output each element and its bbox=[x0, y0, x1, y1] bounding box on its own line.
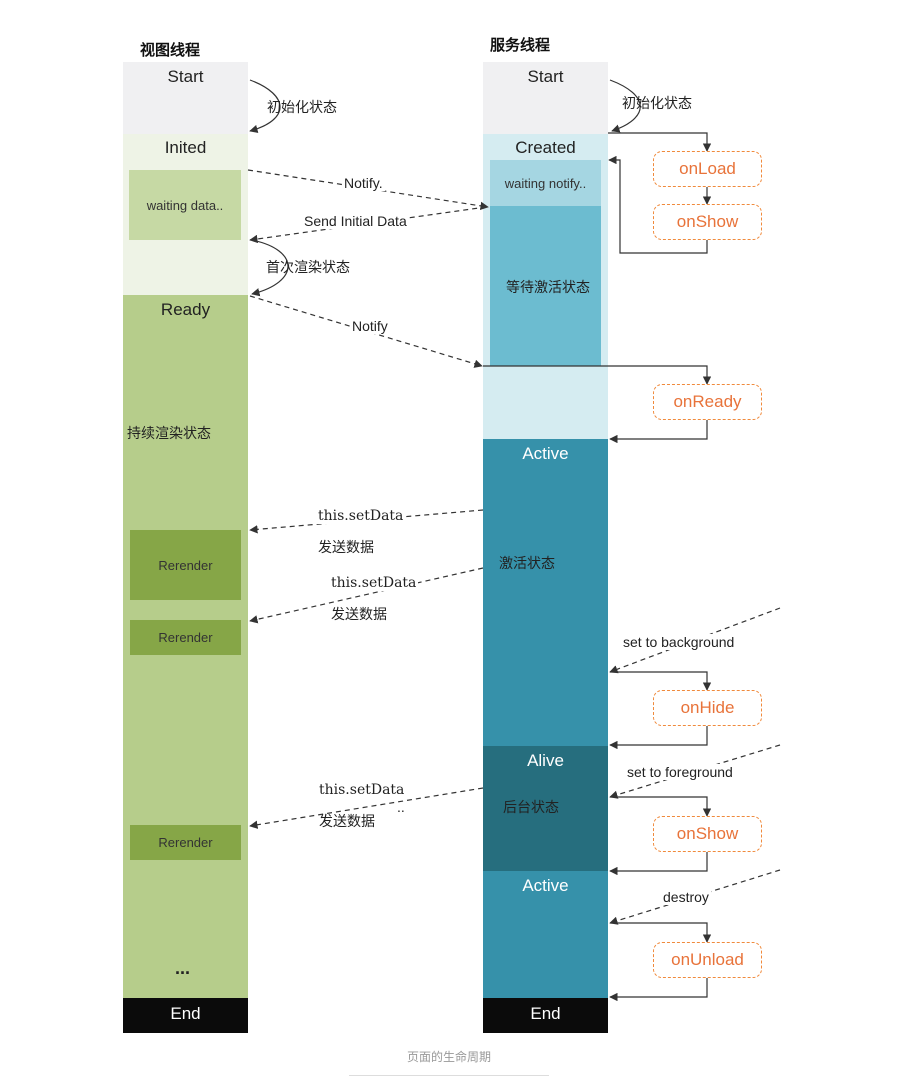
view-ellipsis: ... bbox=[175, 958, 191, 978]
view-inited-label: Inited bbox=[164, 138, 207, 157]
on-unload-hook: onUnload bbox=[653, 942, 762, 978]
set-to-background-label: set to background bbox=[621, 634, 737, 650]
service-waiting-activate-label: 等待激活状态 bbox=[506, 280, 590, 296]
view-ready-label: Ready bbox=[160, 300, 211, 319]
notify-message-1: Notify. bbox=[342, 175, 385, 191]
figure-caption: 页面的生命周期 bbox=[406, 1050, 491, 1064]
on-show-hook: onShow bbox=[653, 204, 762, 240]
on-hide-hook: onHide bbox=[653, 690, 762, 726]
view-waiting-data-block: waiting data.. bbox=[129, 170, 241, 240]
view-continuous-render-label: 持续渲染状态 bbox=[127, 426, 211, 442]
service-start-label: Start bbox=[527, 67, 564, 86]
view-first-render-label: 首次渲染状态 bbox=[266, 259, 350, 275]
rerender-block-2: Rerender bbox=[130, 620, 241, 655]
service-active-label-2: Active bbox=[522, 876, 569, 895]
set-data-message-2: this.setData bbox=[329, 575, 419, 591]
on-load-hook: onLoad bbox=[653, 151, 762, 187]
set-data-dots: .. bbox=[397, 799, 405, 815]
service-active-state-2: Active bbox=[483, 871, 608, 998]
service-end-state: End bbox=[483, 998, 608, 1033]
view-end-state: End bbox=[123, 998, 248, 1033]
rerender-block-1: Rerender bbox=[130, 530, 241, 600]
destroy-label: destroy bbox=[661, 889, 711, 905]
on-ready-hook: onReady bbox=[653, 384, 762, 420]
service-start-state: Start bbox=[483, 62, 608, 134]
service-waiting-activate-block bbox=[490, 206, 601, 366]
service-alive-state: Alive bbox=[483, 746, 608, 871]
caption-underline bbox=[349, 1075, 549, 1076]
send-data-label-1: 发送数据 bbox=[318, 540, 374, 556]
view-start-state: Start bbox=[123, 62, 248, 134]
on-show-again-hook: onShow bbox=[653, 816, 762, 852]
service-init-label: 初始化状态 bbox=[622, 95, 692, 111]
service-activated-label: 激活状态 bbox=[499, 556, 555, 572]
set-data-message-1: this.setData bbox=[316, 508, 406, 524]
send-data-label-2: 发送数据 bbox=[331, 607, 387, 623]
service-background-label: 后台状态 bbox=[503, 800, 559, 816]
service-waiting-notify-block: waiting notify.. bbox=[490, 160, 601, 206]
service-active-state-1: Active bbox=[483, 439, 608, 746]
set-to-foreground-label: set to foreground bbox=[625, 764, 735, 780]
view-start-label: Start bbox=[167, 67, 204, 86]
notify-message-2: Notify bbox=[350, 318, 390, 334]
view-thread-title: 视图线程 bbox=[140, 42, 201, 59]
service-alive-label: Alive bbox=[527, 751, 564, 770]
service-end-label: End bbox=[530, 1004, 561, 1023]
service-active-label-1: Active bbox=[522, 444, 569, 463]
view-init-label: 初始化状态 bbox=[267, 99, 337, 115]
view-end-label: End bbox=[170, 1004, 201, 1023]
send-data-label-3: 发送数据 bbox=[319, 814, 375, 830]
set-data-message-3: this.setData bbox=[317, 782, 407, 798]
service-thread-title: 服务线程 bbox=[490, 37, 551, 54]
send-initial-data-message: Send Initial Data bbox=[302, 213, 409, 229]
service-created-label: Created bbox=[515, 138, 576, 157]
rerender-block-3: Rerender bbox=[130, 825, 241, 860]
